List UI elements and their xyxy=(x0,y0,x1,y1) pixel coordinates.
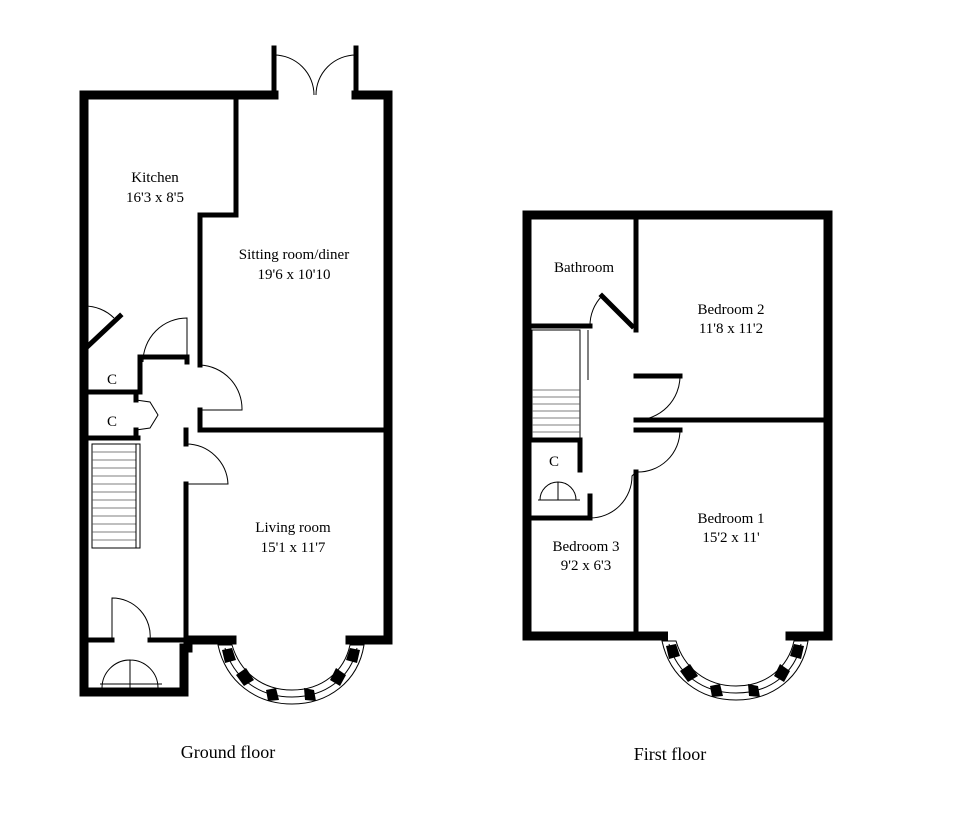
kitchen-door xyxy=(142,317,188,363)
kitchen-label: Kitchen xyxy=(131,170,179,186)
sitting-room-dimensions: 19'6 x 10'10 xyxy=(258,267,331,283)
cupboard-label: C xyxy=(107,372,117,388)
cupboard-door xyxy=(539,481,577,501)
bedroom2-landing-wall xyxy=(633,373,827,423)
bedroom-2-label: Bedroom 2 xyxy=(697,302,764,318)
ground-floor-plan: Kitchen 16'3 x 8'5 Sitting room/diner 19… xyxy=(79,45,393,762)
first-doors xyxy=(538,292,681,519)
sitting-room-label: Sitting room/diner xyxy=(239,247,349,263)
bedroom-3-label: Bedroom 3 xyxy=(552,539,619,555)
bedroom2-door xyxy=(635,375,681,421)
bedroom-1-label: Bedroom 1 xyxy=(697,511,764,527)
bedroom3-door xyxy=(589,471,637,519)
ground-stairs xyxy=(91,443,141,549)
bedroom-1-dimensions: 15'2 x 11' xyxy=(702,530,760,546)
first-stairs xyxy=(531,329,589,441)
sitting-door xyxy=(199,364,243,411)
bedroom1-landing-wall xyxy=(633,427,683,639)
ground-bay-window xyxy=(217,644,365,705)
kitchen-hall-wall xyxy=(137,354,190,365)
french-door-left xyxy=(273,54,315,96)
cupboard-door xyxy=(135,399,159,431)
ground-doors xyxy=(83,54,357,689)
living-room-label: Living room xyxy=(255,520,331,536)
first-floor-plan: Bathroom Bedroom 2 11'8 x 11'2 Bedroom 1… xyxy=(522,210,833,764)
living-door xyxy=(185,443,229,485)
front-door xyxy=(111,597,151,641)
bedroom3-walls xyxy=(529,437,593,521)
bathroom-label: Bathroom xyxy=(554,260,614,276)
cupboard-label: C xyxy=(549,454,559,470)
kitchen-dimensions: 16'3 x 8'5 xyxy=(126,190,184,206)
bedroom-2-dimensions: 11'8 x 11'2 xyxy=(699,321,763,337)
french-door-right xyxy=(315,54,357,96)
cupboard-walls xyxy=(81,354,143,441)
first-bay-window xyxy=(661,640,809,701)
ground-floor-label: Ground floor xyxy=(181,742,275,762)
ground-outer-wall xyxy=(79,90,393,697)
first-floor-label: First floor xyxy=(634,744,707,764)
cupboard-label: C xyxy=(107,414,117,430)
bedroom-3-dimensions: 9'2 x 6'3 xyxy=(561,558,611,574)
bedroom1-door xyxy=(635,429,681,473)
stairs-outline xyxy=(531,329,581,441)
hall-sitting-wall xyxy=(197,407,387,433)
stairs-outline xyxy=(91,443,141,549)
kitchen-sitting-wall xyxy=(197,92,239,368)
french-door-jambs xyxy=(271,45,359,98)
living-room-dimensions: 15'1 x 11'7 xyxy=(261,540,326,556)
